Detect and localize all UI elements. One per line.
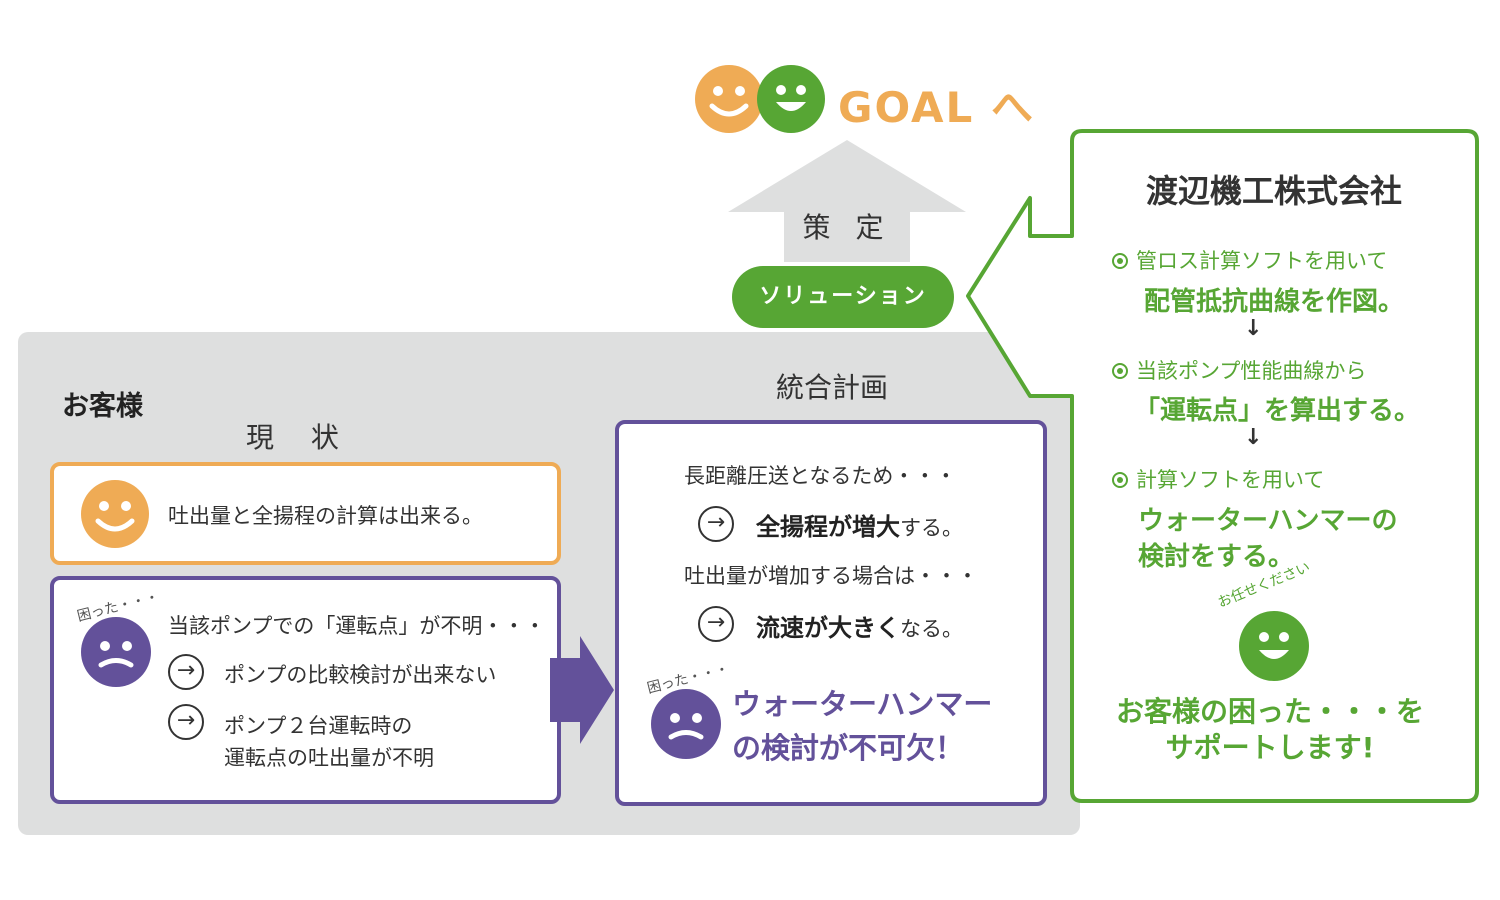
- down-arrow-icon: ↓: [1244, 425, 1263, 450]
- integrated-plan-label: 統合計画: [776, 371, 889, 404]
- smile-face-orange-icon: [695, 65, 763, 133]
- capability-text: 吐出量と全揚程の計算は出来る。: [168, 504, 483, 528]
- problem-box: [50, 576, 561, 804]
- problem-item-1: ポンプの比較検討が出来ない: [224, 663, 497, 687]
- problem-item-2a: ポンプ２台運転時の: [224, 714, 413, 738]
- water-hammer-line-2: の検討が不可欠！: [732, 731, 965, 765]
- solution-pill: ソリューション: [732, 266, 954, 328]
- problem-line: 当該ポンプでの「運転点」が不明・・・: [168, 614, 546, 638]
- result-arrow-icon: →: [168, 654, 204, 690]
- plan-condition-2: 吐出量が増加する場合は・・・: [684, 564, 978, 588]
- result-arrow-icon: →: [168, 704, 204, 740]
- customer-label: お客様: [62, 391, 143, 422]
- capability-box: [50, 462, 561, 565]
- bullet-icon: [1112, 363, 1128, 379]
- troubled-face-icon: [651, 689, 721, 759]
- up-arrow-icon: [728, 140, 966, 262]
- bullet-icon: [1112, 472, 1128, 488]
- water-hammer-line-1: ウォーターハンマー: [732, 687, 993, 721]
- step-3-main-2: 検討をする。: [1138, 542, 1295, 572]
- plan-result-2-tail: なる。: [900, 617, 963, 641]
- plan-condition-1: 長距離圧送となるため・・・: [684, 464, 957, 488]
- happy-face-green-icon: [1239, 611, 1309, 681]
- current-status-label: 現 状: [246, 421, 353, 454]
- plan-result-1: 全揚程が増大する。: [756, 507, 963, 542]
- plan-result-2: 流速が大きくなる。: [756, 608, 963, 643]
- result-arrow-icon: →: [698, 606, 734, 642]
- water-hammer-warning: ウォーターハンマー の検討が不可欠！: [732, 682, 992, 770]
- happy-face-green-icon: [757, 65, 825, 133]
- company-name: 渡辺機工株式会社: [1145, 172, 1402, 210]
- right-arrow-icon: [550, 636, 614, 744]
- step-3-heading: 計算ソフトを用いて: [1112, 464, 1324, 494]
- company-callout: [966, 129, 1479, 803]
- problem-item-2b: 運転点の吐出量が不明: [224, 746, 434, 770]
- goal-heading: GOAL へ: [838, 83, 1035, 132]
- step-1-heading-text: 管ロス計算ソフトを用いて: [1136, 249, 1388, 273]
- troubled-face-icon: [81, 617, 151, 687]
- bullet-icon: [1112, 253, 1128, 269]
- plan-result-2-bold: 流速が大きく: [756, 614, 900, 642]
- step-1-heading: 管ロス計算ソフトを用いて: [1112, 245, 1387, 275]
- plan-result-1-bold: 全揚程が増大: [756, 513, 900, 541]
- plan-result-1-tail: する。: [900, 516, 963, 540]
- support-line-2: サポートします!: [1165, 731, 1375, 764]
- step-2-heading: 当該ポンプ性能曲線から: [1112, 355, 1366, 385]
- step-3-heading-text: 計算ソフトを用いて: [1136, 468, 1325, 492]
- smile-face-icon: [81, 480, 149, 548]
- result-arrow-icon: →: [698, 506, 734, 542]
- step-1-main: 配管抵抗曲線を作図。: [1144, 287, 1405, 317]
- arrow-label: 策 定: [802, 211, 892, 244]
- step-2-heading-text: 当該ポンプ性能曲線から: [1136, 359, 1367, 383]
- down-arrow-icon: ↓: [1244, 316, 1263, 341]
- support-line-1: お客様の困った・・・を: [1115, 695, 1424, 728]
- step-3-main-1: ウォーターハンマーの: [1138, 506, 1398, 536]
- support-message: お客様の困った・・・を サポートします!: [1100, 694, 1440, 766]
- step-2-main: 「運転点」を算出する。: [1134, 396, 1421, 426]
